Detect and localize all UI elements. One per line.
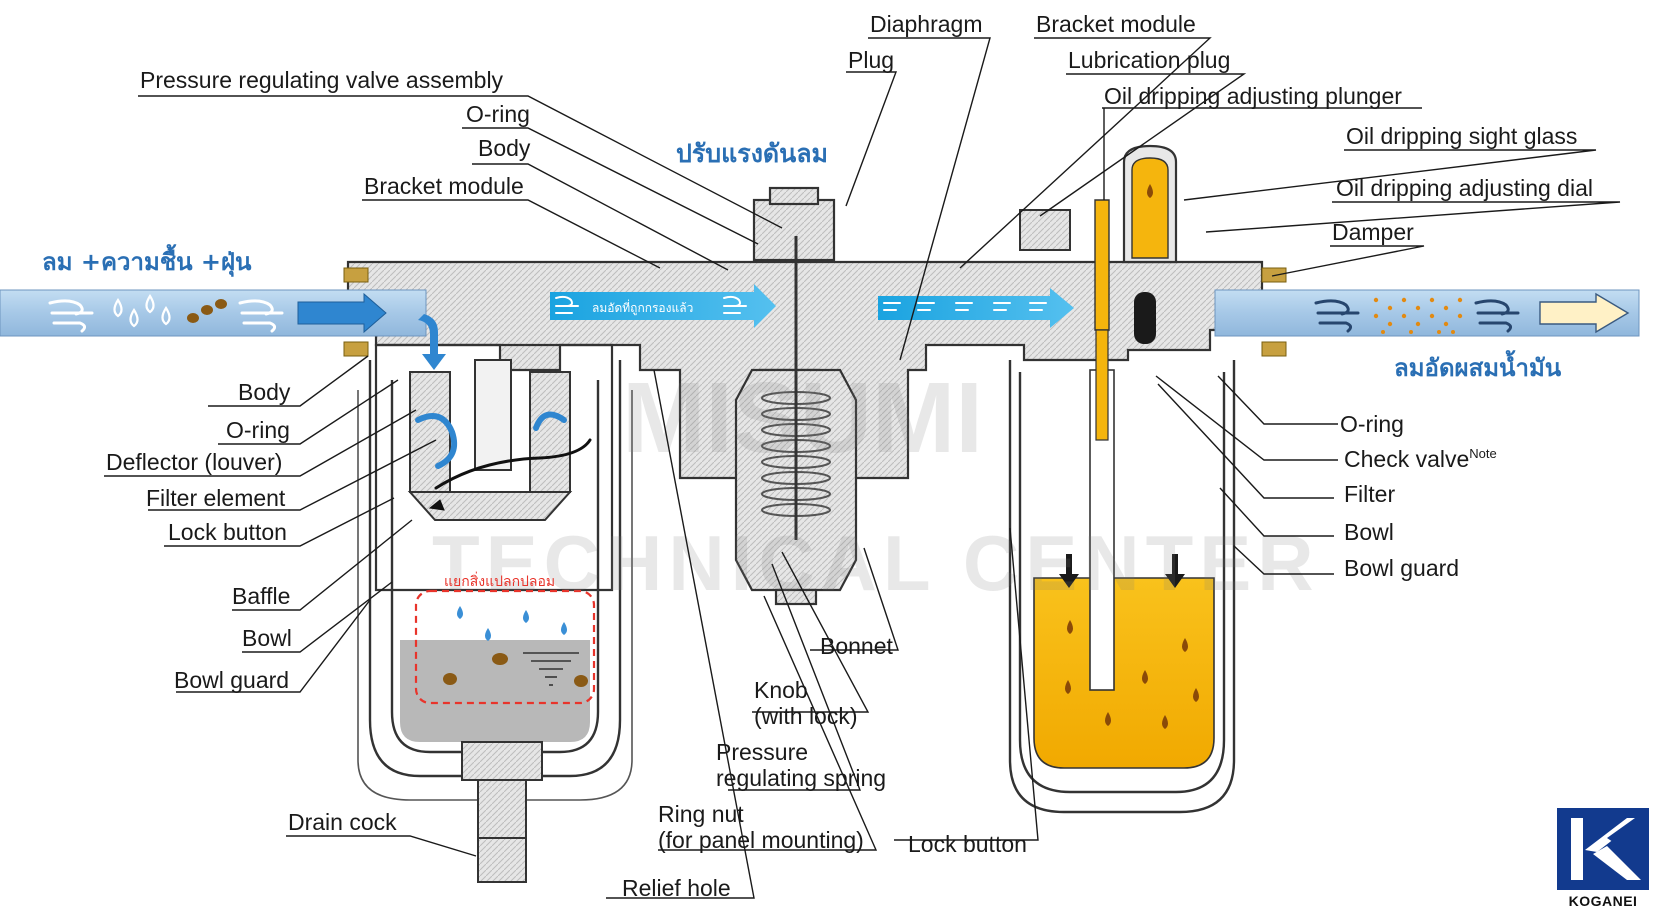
- label-diaphragm: Diaphragm: [870, 11, 983, 37]
- label-body-left: Body: [238, 379, 291, 405]
- label-pressure-regulating-spring-line2: regulating spring: [716, 765, 886, 791]
- label-bowl-left: Bowl: [242, 625, 292, 651]
- label-ring-nut-line1: Ring nut: [658, 801, 744, 827]
- swirl-flow: [415, 411, 592, 511]
- down-flow-arrow: [418, 314, 446, 370]
- label-check-valve-text: Check valve: [1344, 446, 1469, 472]
- watermark: MISUMI TECHNICAL CENTER: [432, 362, 1320, 607]
- label-drain-cock: Drain cock: [288, 809, 397, 835]
- label-damper: Damper: [1332, 219, 1414, 245]
- label-filter-element: Filter element: [146, 485, 286, 511]
- contaminant-zone: [400, 589, 596, 742]
- label-oil-dripping-sight-glass: Oil dripping sight glass: [1346, 123, 1577, 149]
- label-pressure-regulating-valve-assembly: Pressure regulating valve assembly: [140, 67, 504, 93]
- label-bonnet: Bonnet: [820, 633, 894, 659]
- pressure-regulating-spring: [761, 236, 831, 540]
- filtered-air-band: [550, 284, 776, 328]
- thai-filtered-air: ลมอัดที่ถูกกรองแล้ว: [592, 299, 693, 316]
- koganei-logo-mark: [1557, 808, 1649, 890]
- label-oil-dripping-adjusting-dial: Oil dripping adjusting dial: [1336, 175, 1593, 201]
- outlet-air-pipe: [1214, 267, 1640, 357]
- watermark-line2: TECHNICAL CENTER: [432, 519, 1320, 607]
- oil-sight-glass: [1122, 144, 1178, 344]
- part-labels: Pressure regulating valve assembly O-rin…: [106, 11, 1593, 901]
- label-relief-hole: Relief hole: [622, 875, 731, 901]
- drain-cock: [461, 741, 543, 883]
- label-knob-line1: Knob: [754, 677, 808, 703]
- label-check-valve-note: Note: [1469, 446, 1496, 461]
- lubricator-bowl: [1008, 360, 1236, 814]
- lubrication-plug: [1019, 209, 1071, 251]
- label-ring-nut-line2: (for panel mounting): [658, 827, 864, 853]
- oil-reservoir: [1033, 199, 1215, 769]
- label-body-top: Body: [478, 135, 531, 161]
- label-bracket-module-left: Bracket module: [364, 173, 524, 199]
- label-lock-button-right: Lock button: [908, 831, 1027, 857]
- label-o-ring-top: O-ring: [466, 101, 530, 127]
- koganei-logo: KOGANEI: [1553, 808, 1653, 912]
- leader-lines: [104, 37, 1621, 899]
- label-lock-button-left: Lock button: [168, 519, 287, 545]
- thai-separate-contaminants: แยกสิ่งแปลกปลอม: [444, 572, 555, 590]
- watermark-line1: MISUMI: [622, 362, 983, 474]
- thai-outlet-air: ลมอัดผสมน้ำมัน: [1394, 349, 1562, 382]
- label-check-valve: Check valveNote: [1344, 446, 1497, 472]
- label-knob-line2: (with lock): [754, 703, 858, 729]
- label-pressure-regulating-spring-line1: Pressure: [716, 739, 808, 765]
- koganei-logo-word: KOGANEI: [1568, 893, 1638, 909]
- label-baffle: Baffle: [232, 583, 290, 609]
- label-bowl-guard-left: Bowl guard: [174, 667, 289, 693]
- regulated-air-band: [878, 288, 1074, 328]
- thai-regulate-pressure: ปรับแรงดันลม: [676, 139, 828, 168]
- label-o-ring-right: O-ring: [1340, 411, 1404, 437]
- label-filter-right: Filter: [1344, 481, 1395, 507]
- label-deflector-louver: Deflector (louver): [106, 449, 282, 475]
- label-o-ring-left: O-ring: [226, 417, 290, 443]
- label-bowl-guard-right: Bowl guard: [1344, 555, 1459, 581]
- filter-element: [407, 359, 573, 521]
- label-bracket-module-right: Bracket module: [1036, 11, 1196, 37]
- label-bowl-right: Bowl: [1344, 519, 1394, 545]
- label-oil-dripping-adjusting-plunger: Oil dripping adjusting plunger: [1104, 83, 1402, 109]
- label-lubrication-plug: Lubrication plug: [1068, 47, 1230, 73]
- thai-inlet-air: ลม +ความชื้น +ฝุ่น: [42, 243, 252, 278]
- inlet-air-pipe: [0, 267, 427, 357]
- thai-annotations: ลม +ความชื้น +ฝุ่น ปรับแรงดันลม ลมอัดผสม…: [42, 139, 1562, 382]
- label-plug: Plug: [848, 47, 894, 73]
